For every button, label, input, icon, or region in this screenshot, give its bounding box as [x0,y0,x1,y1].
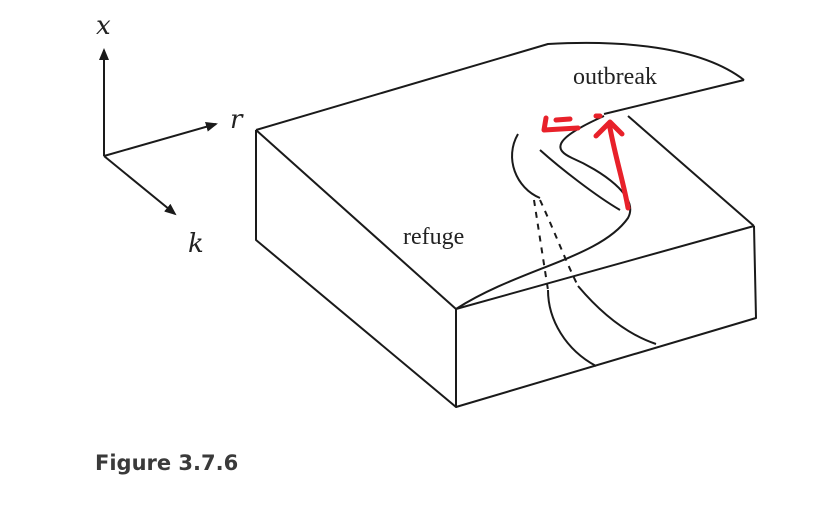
axes-group [99,48,218,216]
block-group [255,41,757,408]
block-front-face [455,225,757,408]
hidden-line-2 [539,199,579,287]
block-left-face [255,130,457,408]
surface-left-edge [255,129,457,310]
red-arrow-head [593,119,625,139]
r-axis-label: r [230,105,244,135]
red-dash-mark [553,116,573,123]
red-bracket-mark [541,115,581,133]
front-fold-line-1 [547,289,597,367]
red-annotation [541,113,631,211]
fold-inner-curve [539,149,621,211]
k-axis [103,155,177,216]
figure-caption: Figure 3.7.6 [95,451,239,475]
upper-sheet-edge [255,41,745,131]
red-arrow-shaft [607,125,631,211]
fold-back-edge [627,115,755,227]
front-fold-line-2 [577,285,657,345]
x-axis-label: x [96,11,111,41]
block-front-edge [455,225,755,310]
r-axis [103,121,218,157]
hidden-line-1 [533,199,549,291]
outbreak-label: outbreak [573,64,657,90]
fold-curve [455,115,632,310]
k-axis-label: k [188,229,204,259]
upper-sheet-front-edge [603,79,745,115]
cusp-back-line [511,133,541,199]
refuge-label: refuge [403,224,464,250]
